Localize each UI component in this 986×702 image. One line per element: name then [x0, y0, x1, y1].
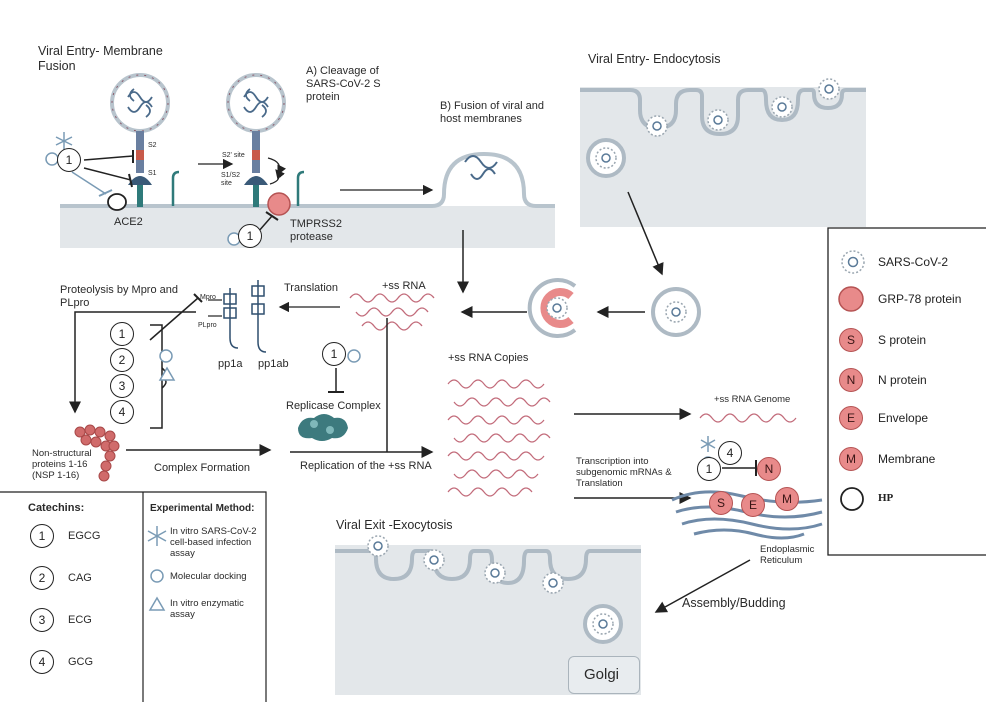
- legend-sars-cov-2: SARS-CoV-2: [878, 255, 949, 269]
- method-enzymatic-assay: In vitro enzymatic assay: [170, 598, 244, 620]
- asterisk-icon: [147, 526, 167, 546]
- catechin-2-name: CAG: [68, 572, 92, 584]
- envelope-marker: E: [741, 493, 765, 517]
- catechin-2-marker: 2: [110, 348, 134, 372]
- triangle-icon: [158, 366, 176, 381]
- m-icon: M: [839, 447, 863, 471]
- golgi-box: [568, 656, 640, 694]
- ace2-receptor-1: [128, 176, 152, 185]
- n-protein-marker: N: [757, 457, 781, 481]
- s-protein-marker: S: [709, 491, 733, 515]
- s-icon: S: [839, 328, 863, 352]
- catechin-3-legend-icon: 3: [30, 608, 54, 632]
- membrane-fusion-title: Viral Entry- Membrane Fusion: [38, 44, 163, 73]
- endosome-vesicle: [588, 140, 624, 176]
- exocytic-vesicle: [585, 606, 621, 642]
- legend-envelope: Envelope: [878, 411, 929, 425]
- catechin-1-legend-icon: 1: [30, 524, 54, 548]
- asterisk-icon: [55, 132, 73, 150]
- rna-genome-strand: [699, 413, 797, 423]
- endocytosis-title: Viral Entry- Endocytosis: [588, 52, 721, 66]
- legend-hp: HP: [878, 492, 894, 504]
- catechin-4-name: GCG: [68, 656, 94, 668]
- catechin-1-marker: 1: [57, 148, 81, 172]
- replicase-complex-shape: [298, 414, 348, 441]
- plpro-label: PLpro: [198, 322, 217, 329]
- ace2-receptor-2: [244, 176, 268, 185]
- rna-copies: [447, 379, 551, 497]
- host-cell-surface: [60, 206, 555, 248]
- s2-label: S2: [148, 142, 157, 149]
- circle-icon: [150, 569, 164, 583]
- golgi-label: Golgi: [584, 666, 620, 683]
- membrane-protein-marker: M: [775, 487, 799, 511]
- replicase-label: Replicase Complex: [286, 400, 381, 412]
- transcription-label: Transcription into subgenomic mRNAs & Tr…: [576, 456, 672, 489]
- proteolysis-label: Proteolysis by Mpro and PLpro: [60, 284, 178, 309]
- endoplasmic-reticulum: [671, 490, 823, 540]
- s1s2-site-label: S1/S2 site: [221, 172, 241, 187]
- sars-cov-2-virion-2: [226, 73, 286, 133]
- tmprss2-protease-shape: [267, 192, 291, 216]
- asterisk-icon: [700, 436, 716, 452]
- catechin-4-legend-icon: 4: [30, 650, 54, 674]
- catechin-4-marker: 4: [718, 441, 742, 465]
- pp1ab-label: pp1ab: [258, 358, 289, 370]
- ss-rna-label: +ss RNA: [382, 280, 426, 292]
- complex-formation-label: Complex Formation: [154, 462, 250, 474]
- catechin-3-marker: 3: [110, 374, 134, 398]
- replication-label: Replication of the +ss RNA: [300, 460, 432, 472]
- n-icon: N: [839, 368, 863, 392]
- open-circle-icon: [840, 487, 864, 511]
- mpro-label: Mpro: [200, 294, 216, 301]
- triangle-icon: [148, 596, 166, 611]
- assembly-label: Assembly/Budding: [682, 596, 786, 610]
- uncoating-endosome: [527, 278, 577, 338]
- catechin-2-legend-icon: 2: [30, 566, 54, 590]
- nsp-protein-cluster: [74, 424, 120, 482]
- pink-circle-icon: [838, 286, 864, 312]
- nsp-label: Non-structural proteins 1-16 (NSP 1-16): [32, 448, 92, 481]
- er-label: Endoplasmic Reticulum: [760, 544, 815, 566]
- catechin-1-marker: 1: [238, 224, 262, 248]
- hp-circle-icon: [107, 193, 127, 211]
- host-membrane: [60, 151, 555, 208]
- rna-copies-label: +ss RNA Copies: [448, 352, 529, 364]
- ss-rna-strand: [349, 293, 435, 331]
- polyprotein-pp1a: [223, 288, 239, 349]
- s2-site-label: S2' site: [222, 152, 245, 159]
- catechin-1-marker: 1: [697, 457, 721, 481]
- catechin-4-marker: 4: [110, 400, 134, 424]
- endocytosis-cell: [580, 87, 866, 227]
- e-icon: E: [839, 406, 863, 430]
- method-docking: Molecular docking: [170, 571, 247, 582]
- pp1a-label: pp1a: [218, 358, 243, 370]
- legend-grp78: GRP-78 protein: [878, 292, 962, 306]
- methods-title: Experimental Method:: [150, 503, 255, 514]
- translation-label: Translation: [284, 282, 339, 294]
- catechin-3-name: ECG: [68, 614, 92, 626]
- legend-membrane: Membrane: [878, 452, 936, 466]
- step-a-label: A) Cleavage of SARS-CoV-2 S protein: [306, 65, 381, 103]
- legend-s-protein: S protein: [878, 333, 927, 347]
- tmprss2-label: TMPRSS2 protease: [290, 218, 342, 243]
- legend-n-protein: N protein: [878, 373, 927, 387]
- virion-icon: [841, 250, 865, 274]
- catechin-1-marker: 1: [110, 322, 134, 346]
- s1-label: S1: [148, 170, 157, 177]
- ace2-label: ACE2: [114, 216, 143, 228]
- polyprotein-pp1ab: [251, 280, 267, 353]
- sars-cov-2-virion-1: [110, 73, 170, 133]
- step-b-label: B) Fusion of viral and host membranes: [440, 100, 544, 125]
- fusing-virion: [464, 155, 498, 180]
- legend-box: [827, 227, 986, 556]
- catechin-1-marker: 1: [322, 342, 346, 366]
- endosome-vesicle-2: [651, 287, 701, 337]
- exocytosis-title: Viral Exit -Exocytosis: [336, 518, 453, 532]
- method-infection-assay: In vitro SARS-CoV-2 cell-based infection…: [170, 526, 257, 559]
- catechins-title: Catechins:: [28, 502, 85, 514]
- catechin-1-name: EGCG: [68, 530, 101, 542]
- rna-genome-label: +ss RNA Genome: [714, 394, 791, 405]
